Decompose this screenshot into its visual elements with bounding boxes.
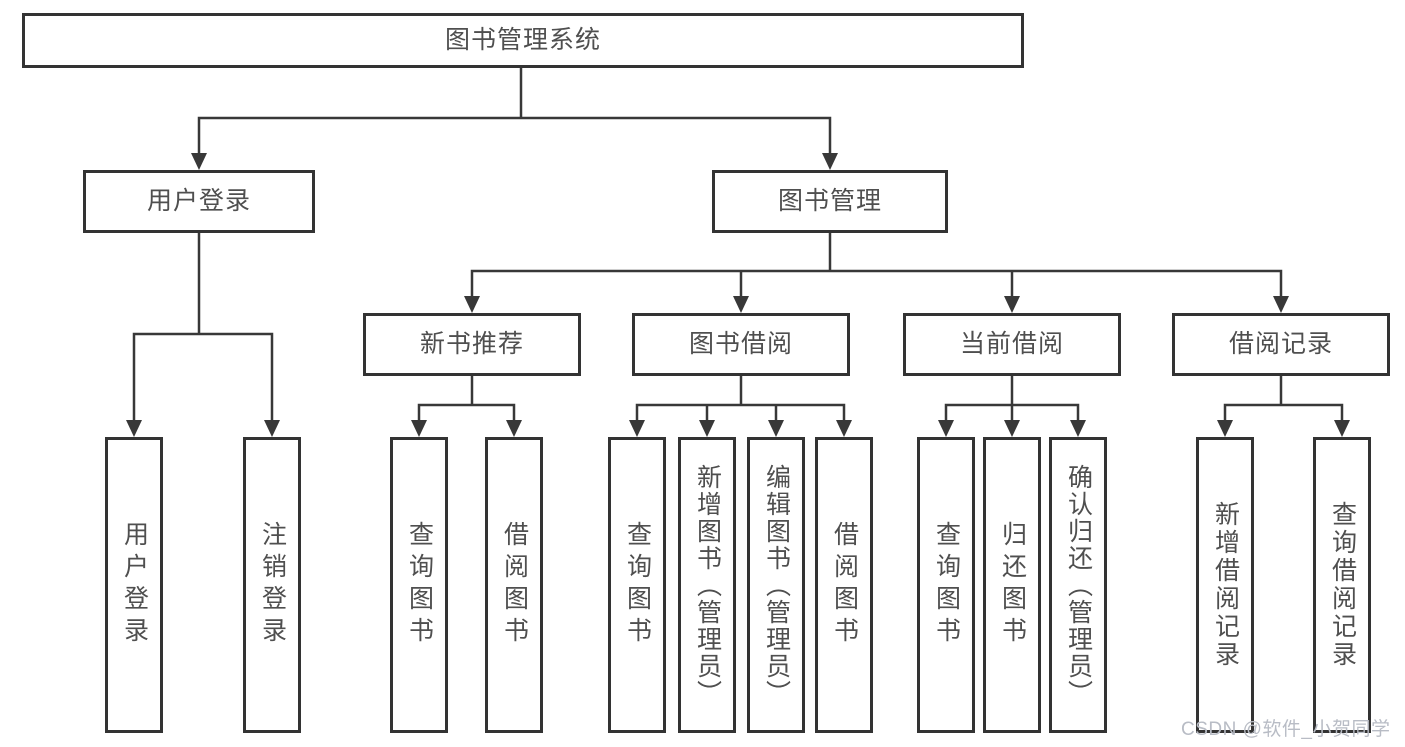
node-query-books-2-label: 查询图书 [623,521,652,649]
node-user-login-label: 用户登录 [146,187,251,215]
node-return-book-label: 归还图书 [998,521,1027,649]
node-query-books-2: 查询图书 [608,437,666,733]
node-confirm-return-admin-label: 确认归还（管理员） [1064,463,1093,707]
arrowhead-icons [126,153,1350,437]
node-borrow-books-1-label: 借阅图书 [500,521,529,649]
node-query-borrow-record-label: 查询借阅记录 [1328,501,1357,669]
node-book-borrow: 图书借阅 [632,313,850,376]
node-edit-book-admin: 编辑图书（管理员） [747,437,805,733]
node-add-borrow-record: 新增借阅记录 [1196,437,1254,733]
node-root-label: 图书管理系统 [444,26,601,54]
node-current-borrow: 当前借阅 [903,313,1121,376]
node-book-management: 图书管理 [712,170,948,233]
node-logout-label: 注销登录 [258,521,287,649]
node-user-login: 用户登录 [83,170,315,233]
node-query-borrow-record: 查询借阅记录 [1313,437,1371,733]
node-borrow-records-label: 借阅记录 [1228,330,1333,358]
node-root: 图书管理系统 [22,13,1024,68]
node-return-book: 归还图书 [983,437,1041,733]
node-borrow-books-2-label: 借阅图书 [830,521,859,649]
node-edit-book-admin-label: 编辑图书（管理员） [762,463,791,707]
node-login: 用户登录 [105,437,163,733]
node-query-books-3: 查询图书 [917,437,975,733]
node-current-borrow-label: 当前借阅 [959,330,1064,358]
node-borrow-books-2: 借阅图书 [815,437,873,733]
node-query-books-3-label: 查询图书 [932,521,961,649]
node-login-label: 用户登录 [120,521,149,649]
node-confirm-return-admin: 确认归还（管理员） [1049,437,1107,733]
node-add-borrow-record-label: 新增借阅记录 [1211,501,1240,669]
node-new-book-recommend-label: 新书推荐 [419,330,524,358]
node-new-book-recommend: 新书推荐 [363,313,581,376]
node-logout: 注销登录 [243,437,301,733]
node-add-book-admin-label: 新增图书（管理员） [693,463,722,707]
node-add-book-admin: 新增图书（管理员） [678,437,736,733]
node-borrow-books-1: 借阅图书 [485,437,543,733]
node-borrow-records: 借阅记录 [1172,313,1390,376]
node-query-books-1: 查询图书 [390,437,448,733]
watermark-text: CSDN @软件_小贺同学 [1181,719,1391,740]
node-book-borrow-label: 图书借阅 [688,330,793,358]
node-query-books-1-label: 查询图书 [405,521,434,649]
node-book-management-label: 图书管理 [777,187,882,215]
